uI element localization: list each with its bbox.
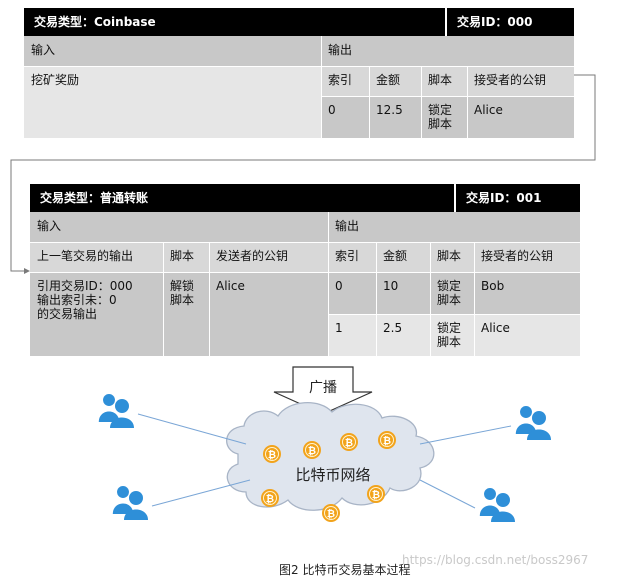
bitcoin-coin-icon: ₿ [322,504,340,522]
bitcoin-network-cloud [226,401,435,511]
tx1-output-header: 输出 [321,36,574,66]
tx2-output-0-amount: 10 [376,272,430,314]
tx1-output-index: 0 [321,96,369,138]
tx1-col-amount: 金额 [369,66,421,96]
svg-text:₿: ₿ [308,445,316,457]
tx2-type-header: 交易类型：普通转账 [30,184,454,212]
tx1-col-script: 脚本 [421,66,467,96]
tx2-col-out-script: 脚本 [430,242,474,272]
user-group-icon [112,486,148,520]
tx2-input-header: 输入 [30,212,328,242]
tx2-output-1-recipient: Alice [474,314,580,356]
network-link [151,479,251,507]
tx2-output-1-index: 1 [328,314,376,356]
bitcoin-coin-icon: ₿ [263,445,281,463]
svg-text:₿: ₿ [266,493,274,505]
tx2-col-prev-output: 上一笔交易的输出 [30,242,163,272]
bitcoin-coin-icon: ₿ [303,441,321,459]
network-link [137,413,247,445]
bitcoin-coin-icon: ₿ [367,485,385,503]
svg-text:₿: ₿ [268,449,276,461]
broadcast-arrow [273,366,373,415]
tx1-output-amount: 12.5 [369,96,421,138]
svg-text:₿: ₿ [345,437,353,449]
tx2-output-0-script: 锁定 脚本 [430,272,474,314]
figure-caption: 图2 比特币交易基本过程 [279,563,411,577]
broadcast-label: 广播 [309,380,337,396]
tx2-col-sender: 发送者的公钥 [209,242,328,272]
tx1-col-recipient: 接受者的公钥 [467,66,574,96]
tx2-id-header: 交易ID：001 [454,184,580,212]
watermark: https://blog.csdn.net/boss2967 [402,553,589,567]
user-group-icon [98,394,134,428]
tx1-col-index: 索引 [321,66,369,96]
tx1-type-header: 交易类型：Coinbase [24,8,445,36]
network-link [419,479,476,509]
tx1-id-header: 交易ID：000 [445,8,574,36]
user-group-icon [479,488,515,522]
tx1-output-recipient: Alice [467,96,574,138]
cloud-shape [226,401,435,511]
tx1-input-header: 输入 [24,36,321,66]
user-group-icon [515,406,551,440]
network-link [419,425,512,445]
bitcoin-coin-icon: ₿ [378,431,396,449]
tx2-col-index: 索引 [328,242,376,272]
tx2-input-script: 解锁 脚本 [163,272,209,356]
tx2-output-1-amount: 2.5 [376,314,430,356]
tx2-col-amount: 金额 [376,242,430,272]
tx-link-connector [10,74,596,274]
tx2-output-0-index: 0 [328,272,376,314]
network-diagram: ₿ ₿ ₿ ₿ ₿ ₿ ₿ 比特币网络 广播 [98,366,551,522]
tx1-input-value: 挖矿奖励 [24,66,321,138]
tx2-col-recipient: 接受者的公钥 [474,242,580,272]
tx2-input-sender: Alice [209,272,328,356]
bitcoin-coin-icon: ₿ [340,433,358,451]
svg-text:₿: ₿ [383,435,391,447]
tx2-input-ref: 引用交易ID：000 输出索引未：0 的交易输出 [30,272,163,356]
tx2-output-0-recipient: Bob [474,272,580,314]
tx2-output-1-script: 锁定 脚本 [430,314,474,356]
tx2-col-in-script: 脚本 [163,242,209,272]
svg-text:₿: ₿ [372,489,380,501]
cloud-label: 比特币网络 [295,466,370,484]
tx1-output-script: 锁定 脚本 [421,96,467,138]
svg-text:₿: ₿ [327,508,335,520]
tx2-output-header: 输出 [328,212,580,242]
bitcoin-coin-icon: ₿ [261,489,279,507]
